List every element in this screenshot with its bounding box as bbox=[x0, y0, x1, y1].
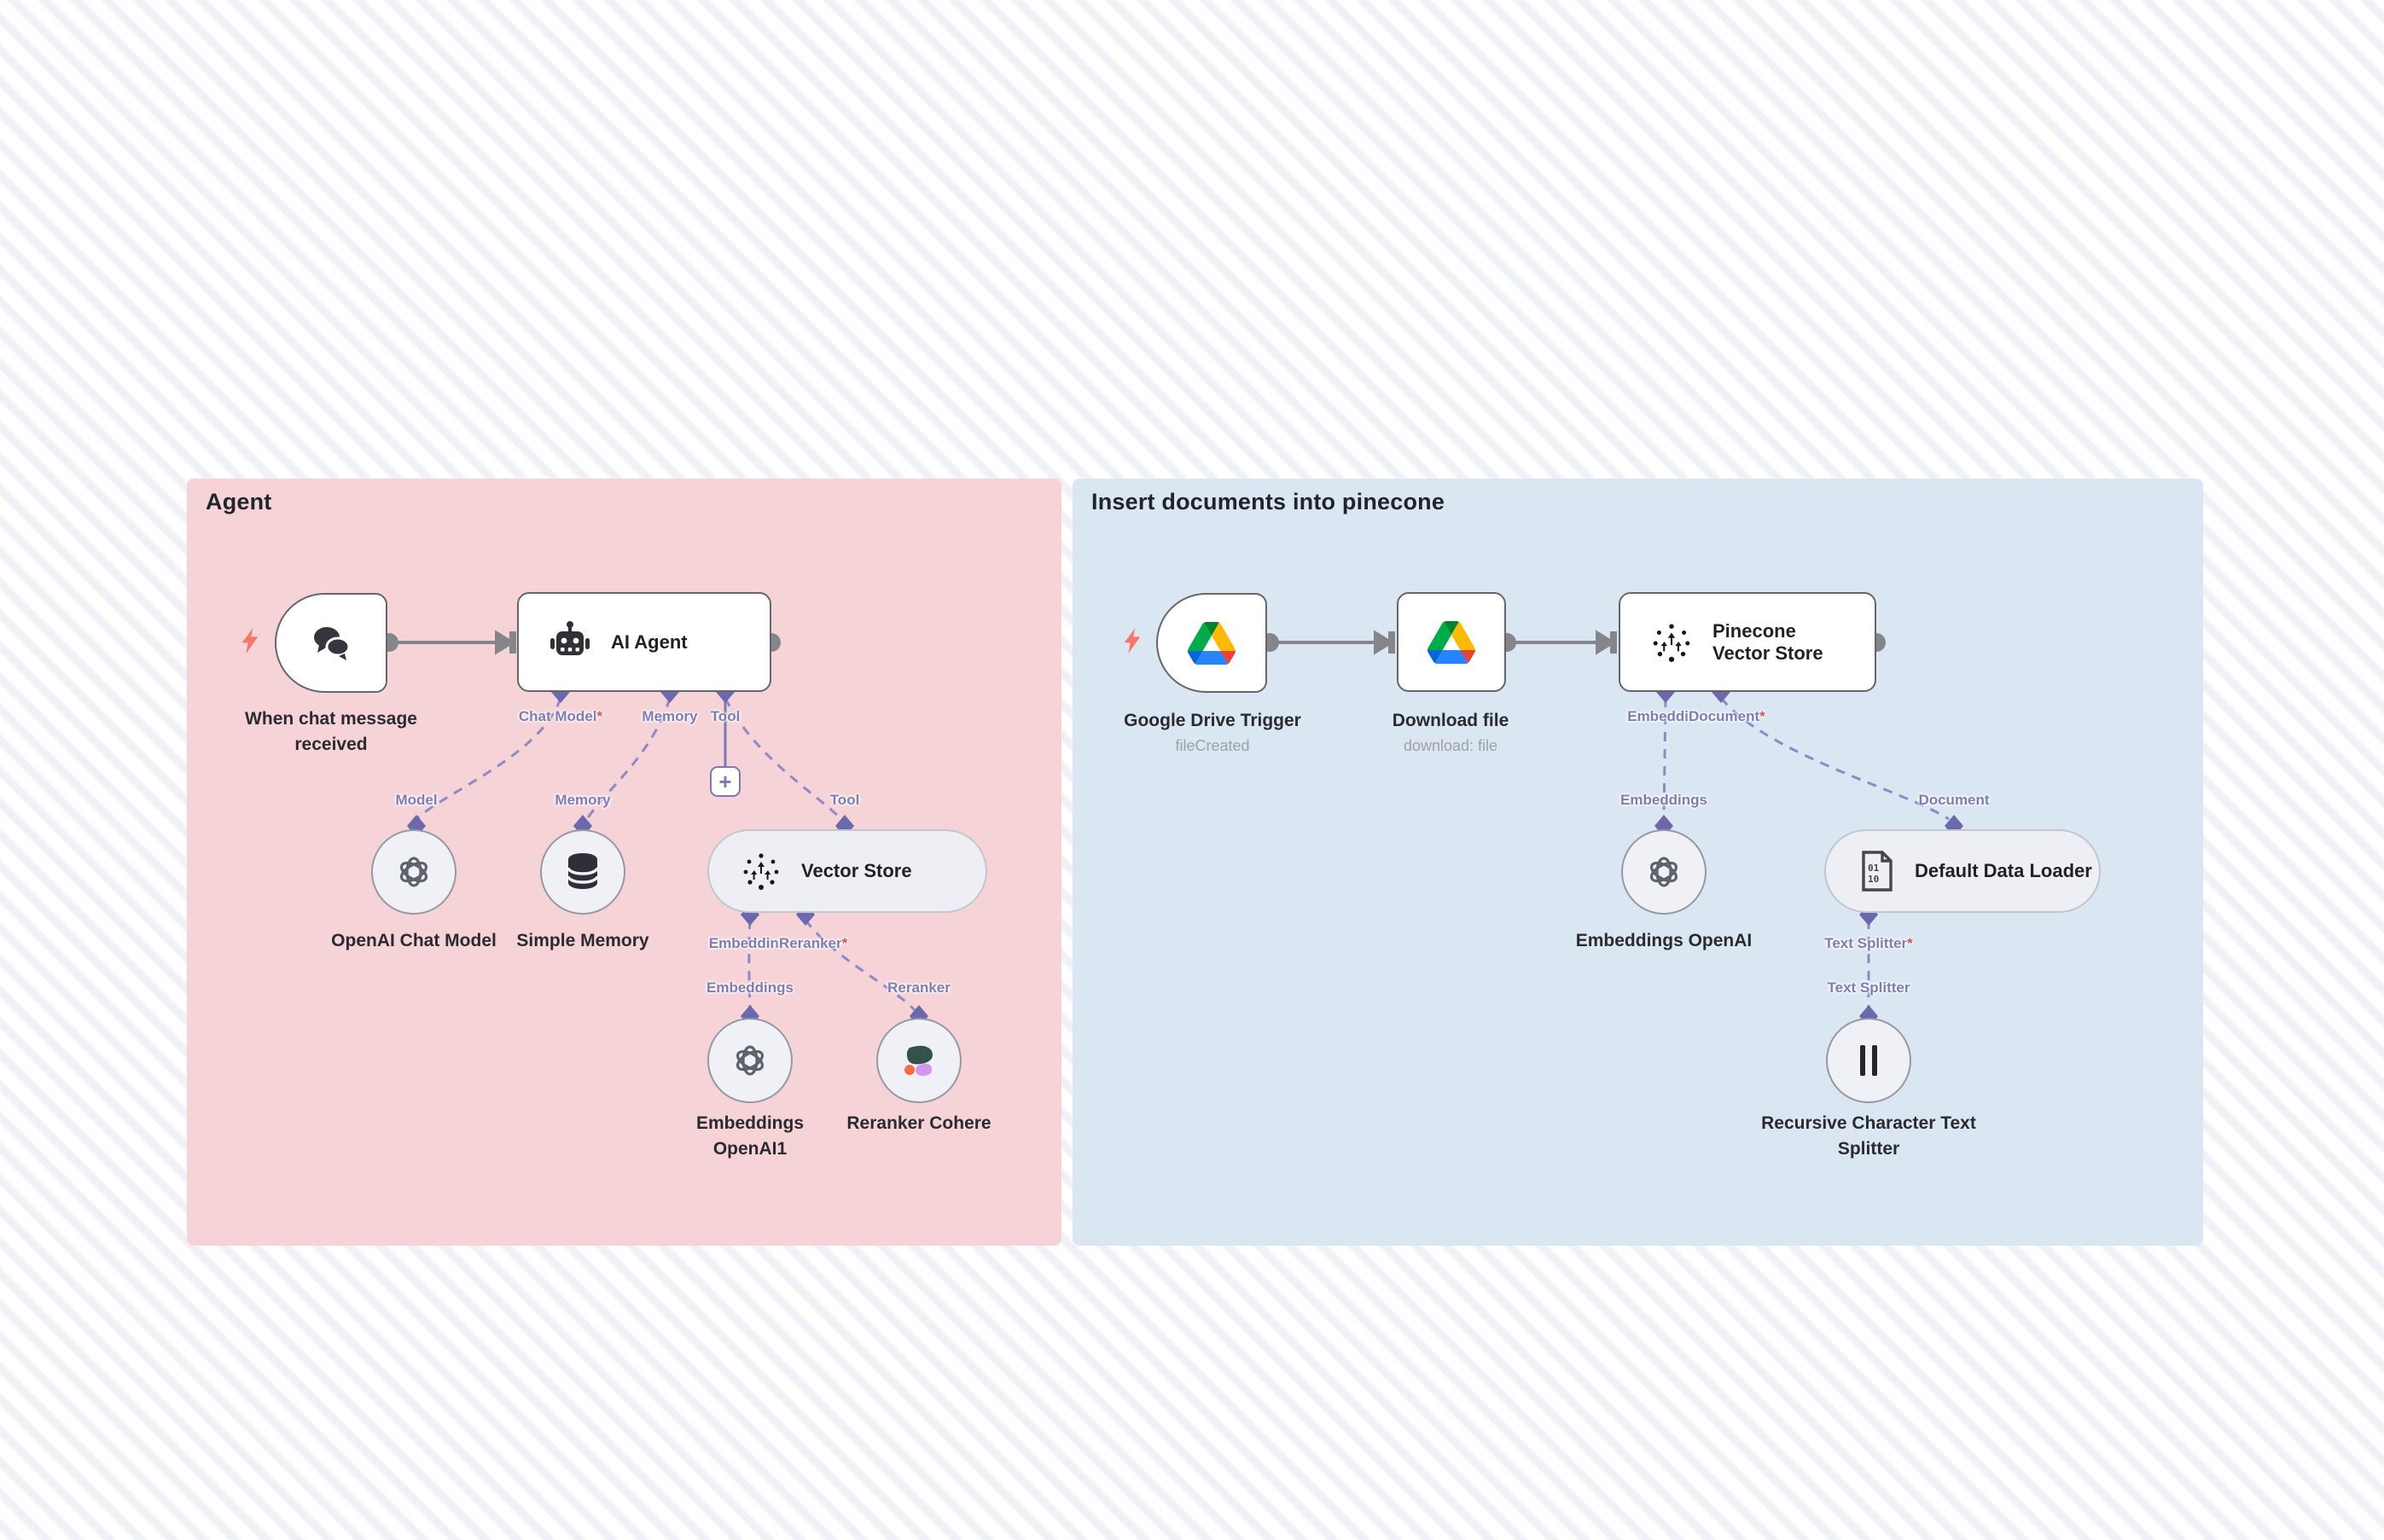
node-pinecone-vector-store[interactable]: Pinecone Vector Store bbox=[1619, 592, 1876, 692]
node-vector-store[interactable]: Vector Store bbox=[707, 829, 987, 913]
node-reranker-cohere[interactable] bbox=[876, 1018, 962, 1103]
region-title-agent: Agent bbox=[206, 489, 272, 514]
trigger-bolt-icon bbox=[239, 628, 261, 658]
node-simple-memory[interactable] bbox=[540, 829, 625, 915]
caption-gdrive-trigger: Google Drive Trigger bbox=[1124, 711, 1301, 730]
svg-text:01: 01 bbox=[1868, 863, 1880, 874]
pause-bars-icon bbox=[1854, 1042, 1883, 1079]
region-title-pinecone: Insert documents into pinecone bbox=[1091, 489, 1445, 514]
node-title-vector-store: Vector Store bbox=[801, 860, 912, 881]
openai-icon bbox=[729, 1039, 771, 1082]
port-label-chat-model: Chat Model* bbox=[518, 708, 603, 724]
openai-icon bbox=[1643, 851, 1685, 893]
port-label-embeddings-in2: Embeddings bbox=[1619, 792, 1708, 808]
node-recursive-splitter[interactable] bbox=[1826, 1018, 1911, 1103]
node-title-ai-agent: AI Agent bbox=[611, 631, 688, 653]
caption-openai-chat-model: OpenAI Chat Model bbox=[331, 931, 497, 950]
port-label-memory-in: Memory bbox=[555, 792, 611, 808]
port-label-embeddings-in1: Embeddings bbox=[706, 979, 794, 996]
caption-embeddings-openai1: Embeddings OpenAI1 bbox=[695, 1113, 804, 1159]
port-label-reranker-in: Reranker bbox=[887, 979, 951, 996]
node-embeddings-openai1[interactable] bbox=[707, 1018, 793, 1103]
caption-chat-trigger: When chat message received bbox=[245, 709, 417, 754]
chat-bubbles-icon bbox=[309, 623, 353, 664]
subtitle-gdrive-trigger: fileCreated bbox=[1175, 737, 1250, 754]
node-title-default-data-loader: Default Data Loader bbox=[1915, 860, 2092, 881]
caption-download-file: Download file bbox=[1392, 711, 1509, 730]
port-label-ddl-text-splitter: Text Splitter* bbox=[1824, 935, 1913, 951]
port-label-text-splitter-in: Text Splitter bbox=[1827, 979, 1910, 996]
robot-icon bbox=[548, 620, 592, 665]
node-openai-chat-model[interactable] bbox=[371, 829, 456, 915]
node-default-data-loader[interactable]: 01 10 Default Data Loader bbox=[1824, 829, 2101, 913]
openai-icon bbox=[392, 851, 435, 893]
node-download-file[interactable] bbox=[1397, 592, 1506, 692]
port-label-model-in: Model bbox=[395, 792, 438, 808]
google-drive-icon bbox=[1188, 621, 1236, 665]
port-label-pc-embedding-document: EmbeddiDocument* bbox=[1627, 708, 1765, 724]
port-label-tool-in: Tool bbox=[829, 792, 860, 808]
cohere-icon bbox=[899, 1041, 939, 1080]
caption-recursive-splitter: Recursive Character Text Splitter bbox=[1761, 1113, 1976, 1159]
pinecone-icon bbox=[1651, 622, 1692, 663]
node-ai-agent[interactable]: AI Agent bbox=[517, 592, 771, 692]
port-label-memory-out: Memory bbox=[642, 708, 698, 724]
trigger-bolt-icon bbox=[1121, 628, 1143, 658]
google-drive-icon bbox=[1427, 620, 1475, 664]
add-tool-button[interactable]: + bbox=[710, 766, 741, 797]
node-embeddings-openai[interactable] bbox=[1621, 829, 1707, 915]
caption-simple-memory: Simple Memory bbox=[516, 931, 649, 950]
node-chat-trigger[interactable] bbox=[275, 593, 387, 693]
binary-file-icon: 01 10 bbox=[1860, 851, 1894, 892]
port-label-vs-embedding-reranker: EmbeddinReranker* bbox=[708, 935, 848, 951]
subtitle-download-file: download: file bbox=[1403, 737, 1498, 754]
svg-text:10: 10 bbox=[1868, 874, 1879, 885]
port-label-tool-out: Tool bbox=[710, 708, 741, 724]
database-icon bbox=[563, 851, 602, 893]
node-gdrive-trigger[interactable] bbox=[1156, 593, 1267, 693]
node-title-pinecone: Pinecone Vector Store bbox=[1712, 619, 1823, 664]
pinecone-icon bbox=[741, 851, 781, 891]
port-label-document-in: Document bbox=[1918, 792, 1990, 808]
caption-reranker-cohere: Reranker Cohere bbox=[846, 1113, 991, 1133]
caption-embeddings-openai: Embeddings OpenAI bbox=[1575, 931, 1753, 950]
